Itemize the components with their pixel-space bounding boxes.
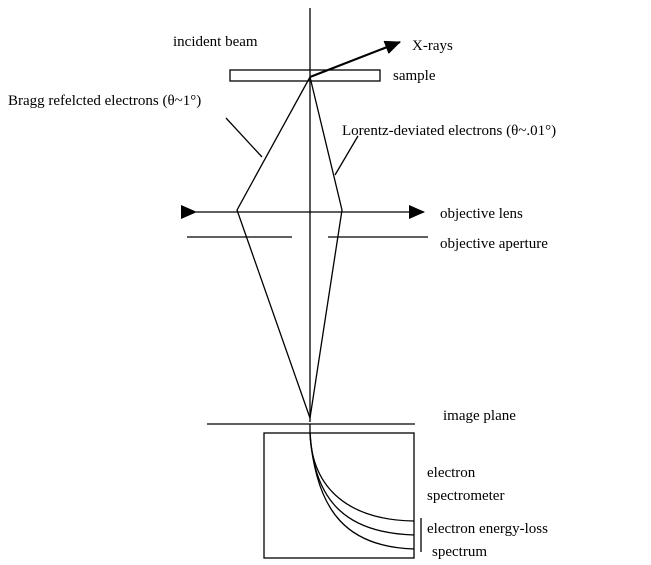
trajectory-1 <box>309 432 415 522</box>
xray-arrow <box>309 40 401 79</box>
lorentz-label: Lorentz-deviated electrons (θ~.01°) <box>342 123 556 139</box>
lorentz-leader <box>334 135 359 176</box>
xrays-label: X-rays <box>412 38 453 54</box>
lorentz-ray <box>309 76 343 419</box>
spectrometer-box <box>263 432 415 559</box>
sample-label: sample <box>393 68 436 84</box>
incident-beam-label: incident beam <box>173 34 258 50</box>
bragg-leader <box>225 117 263 158</box>
objective-aperture-label: objective aperture <box>440 236 548 252</box>
eels-label-1: electron energy-loss <box>427 521 548 537</box>
trajectory-3 <box>309 432 415 550</box>
sample-slab <box>229 69 381 82</box>
bragg-ray <box>236 76 311 419</box>
bragg-label: Bragg refelcted electrons (θ~1°) <box>8 93 201 109</box>
eels-label-2: spectrum <box>432 544 487 560</box>
image-plane-label: image plane <box>443 408 516 424</box>
spectrometer-label-1: electron <box>427 465 476 481</box>
spectrometer-label-2: spectrometer <box>427 488 504 504</box>
objective-lens-label: objective lens <box>440 206 523 222</box>
